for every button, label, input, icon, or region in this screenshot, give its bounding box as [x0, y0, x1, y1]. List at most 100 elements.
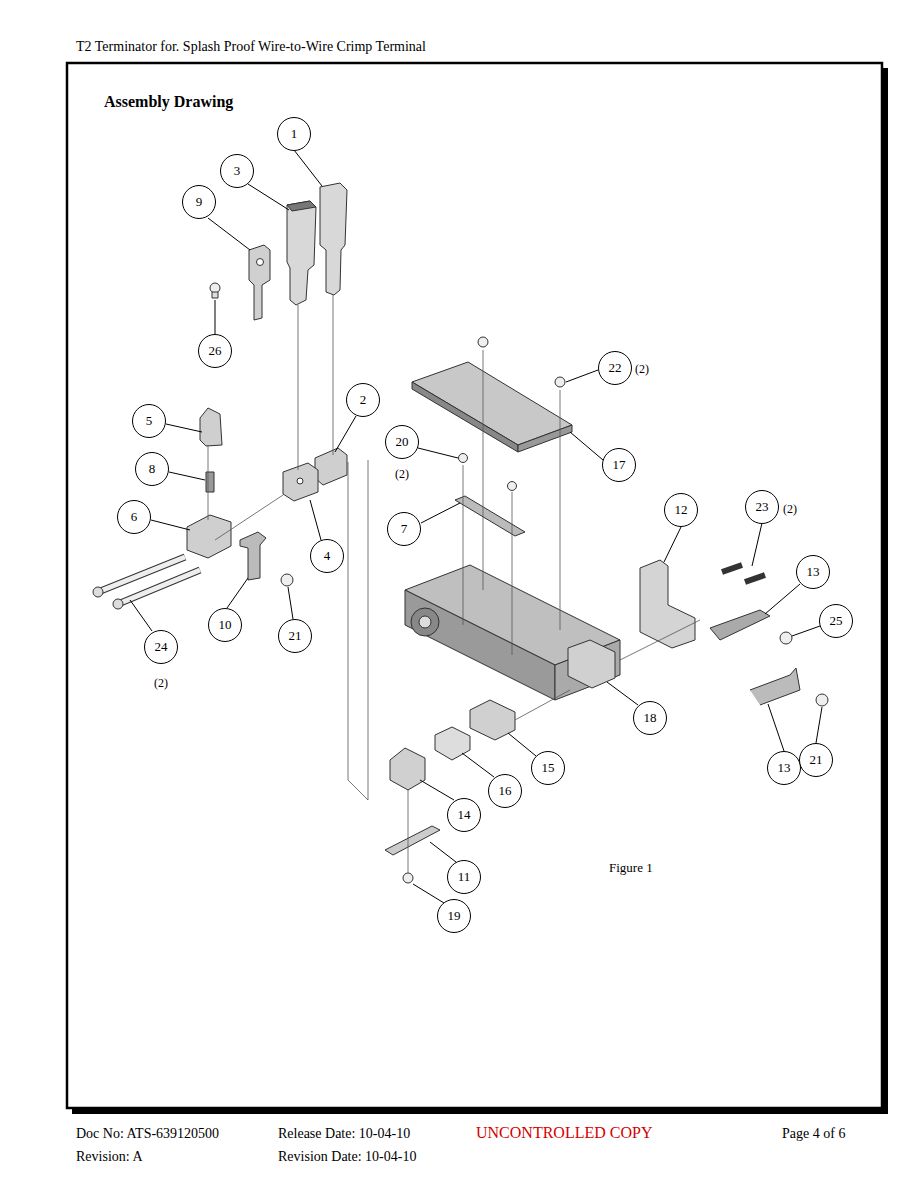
screw: [281, 574, 293, 586]
assembly-line: [620, 620, 700, 660]
screw: [780, 632, 792, 644]
screw: [745, 575, 765, 582]
callout-circle: 4: [310, 539, 344, 573]
leader-line: [420, 780, 454, 800]
page-frame: [67, 63, 882, 1108]
frame-shadow: [72, 1108, 888, 1114]
leader-line: [166, 424, 202, 432]
leader-line: [294, 150, 322, 186]
assembly-line: [348, 460, 368, 800]
screw: [816, 694, 828, 706]
assembly-line: [512, 492, 513, 655]
callout-number: 22: [609, 360, 622, 376]
assembly-line: [215, 495, 283, 540]
footer-text: Page 4 of 6: [782, 1126, 845, 1142]
rail-part: [455, 496, 525, 536]
callout-circle: 25: [819, 604, 853, 638]
callout-number: 3: [234, 163, 241, 179]
callout-circle: 10: [208, 608, 242, 642]
callout-circle: 23: [745, 490, 779, 524]
callout-circle: 15: [531, 751, 565, 785]
leader-line: [169, 472, 205, 480]
assembly-line: [483, 350, 484, 590]
assembly-line: [463, 465, 464, 625]
block-part: [315, 448, 347, 485]
leader-line: [130, 600, 152, 631]
callout-circle: 26: [198, 334, 232, 368]
callout-number: 8: [149, 461, 156, 477]
leader-line: [227, 578, 248, 608]
latch-part: [200, 408, 222, 446]
l-bracket: [640, 560, 695, 648]
callout-circle: 21: [799, 743, 833, 777]
block-part: [283, 463, 318, 501]
leader-line: [792, 626, 820, 636]
bolt: [118, 570, 200, 604]
frame-shadow: [882, 68, 888, 1114]
hole: [297, 478, 303, 484]
quantity-note: (2): [635, 362, 649, 377]
leader-line: [310, 500, 321, 540]
callout-circle: 11: [447, 860, 481, 894]
assembly-line: [515, 690, 570, 720]
screw: [212, 292, 218, 298]
leader-line: [570, 432, 603, 460]
callout-circle: 2: [346, 383, 380, 417]
callout-circle: 14: [447, 798, 481, 832]
callout-circle: 8: [135, 452, 169, 486]
assembly-line: [560, 390, 561, 630]
callout-circle: 22: [598, 351, 632, 385]
callout-circle: 7: [387, 512, 421, 546]
callout-circle: 3: [220, 154, 254, 188]
callout-circle: 19: [437, 899, 471, 933]
block-part: [568, 640, 615, 688]
base-side: [555, 640, 620, 700]
assembly-line: [298, 305, 299, 470]
copy-status: UNCONTROLLED COPY: [476, 1124, 652, 1142]
block-part: [390, 748, 425, 790]
callout-number: 4: [324, 548, 331, 564]
block-part: [187, 515, 231, 558]
footer-text: Revision Date: 10-04-10: [278, 1149, 416, 1165]
callout-circle: 12: [664, 493, 698, 527]
callout-number: 21: [289, 628, 302, 644]
leader-line: [151, 520, 190, 530]
callout-circle: 6: [117, 500, 151, 534]
callout-number: 7: [401, 521, 408, 537]
leader-line: [768, 704, 784, 751]
blade-part: [287, 201, 316, 305]
bolt-head: [93, 587, 103, 597]
callout-circle: 21: [278, 619, 312, 653]
figure-caption: Figure 1: [609, 860, 653, 876]
strip-part: [385, 826, 440, 855]
quantity-note: (2): [154, 676, 168, 691]
assembly-line: [408, 790, 409, 873]
callout-number: 13: [807, 564, 820, 580]
leader-line: [607, 682, 638, 705]
screw: [722, 565, 742, 572]
callout-number: 20: [396, 434, 409, 450]
leader-line: [413, 884, 444, 903]
assembly-line: [208, 445, 209, 520]
callout-number: 9: [196, 194, 203, 210]
bar-part: [710, 610, 770, 640]
footer-text: Doc No: ATS-639120500: [76, 1126, 219, 1142]
callout-number: 1: [291, 126, 298, 142]
callout-number: 25: [830, 613, 843, 629]
leader-line: [335, 416, 356, 452]
callout-number: 17: [613, 457, 626, 473]
callout-number: 26: [209, 343, 222, 359]
callout-number: 13: [778, 760, 791, 776]
callout-circle: 1: [277, 117, 311, 151]
screw: [459, 454, 468, 463]
callout-circle: 13: [796, 555, 830, 589]
finger-part: [240, 532, 266, 580]
callout-number: 6: [131, 509, 138, 525]
callout-number: 23: [756, 499, 769, 515]
quantity-note: (2): [395, 467, 409, 482]
screw: [508, 482, 517, 491]
block-part: [470, 700, 515, 740]
bolt-head: [113, 599, 123, 609]
roller: [411, 608, 439, 636]
bolt: [98, 557, 185, 592]
